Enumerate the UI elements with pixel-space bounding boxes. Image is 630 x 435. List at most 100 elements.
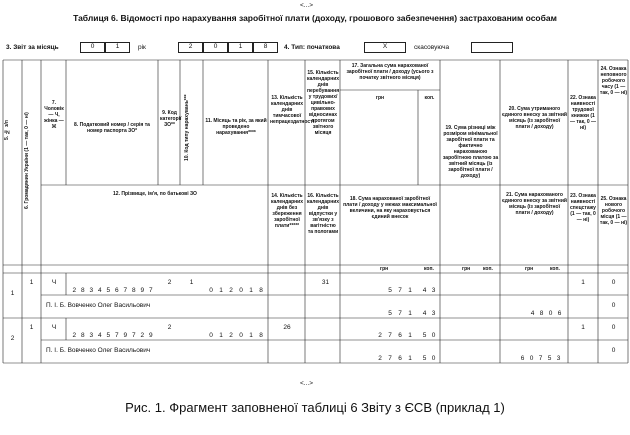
row2-days13: 26 — [283, 324, 291, 331]
date-digit: 1 — [249, 287, 253, 294]
col6-header: 6. Громадянин України (1 — так, 0 — ні) — [24, 112, 30, 210]
row1-category: 2 — [167, 279, 172, 286]
col16-header: 16. Кількість календарних днів відпустки… — [307, 193, 340, 235]
sum-digit: 2 — [378, 355, 382, 362]
kop-digit: 4 — [422, 287, 427, 294]
tax-digit: 9 — [140, 287, 145, 294]
col17-header: 17. Загальна сума нарахованої заробітної… — [346, 63, 434, 81]
sum-digit: 1 — [408, 332, 412, 339]
tax-digit: 2 — [72, 332, 77, 339]
sum-digit: 7 — [388, 355, 392, 362]
year-label: рік — [138, 44, 146, 51]
row2-f25: 0 — [611, 347, 616, 354]
date-digit: 1 — [249, 332, 253, 339]
row2-full-name: П. І. Б. Вовченко Олег Васильович — [46, 347, 151, 354]
sum-digit: 5 — [388, 310, 392, 317]
date-digit: 8 — [259, 287, 263, 294]
row2-citizen: 1 — [29, 324, 34, 331]
tax-digit: 9 — [148, 332, 153, 339]
tax-digit: 3 — [89, 332, 94, 339]
grn-label-21: грн — [525, 266, 534, 272]
cancel-type-box — [471, 42, 513, 53]
tax-digit: 2 — [72, 287, 77, 294]
sum-digit: 0 — [548, 310, 553, 317]
date-digit: 0 — [239, 332, 243, 339]
figure-caption: Рис. 1. Фрагмент заповненої таблиці 6 Зв… — [125, 400, 505, 415]
col14-header: 14. Кількість календарних днів без збере… — [270, 193, 304, 229]
date-digit: 2 — [229, 287, 233, 294]
row1-full-name: П. І. Б. Вовченко Олег Васильович — [46, 302, 151, 309]
kop-digit: 3 — [431, 310, 436, 317]
row1-f25: 0 — [611, 302, 616, 309]
sum-digit: 6 — [520, 355, 525, 362]
kop-digit: 0 — [431, 355, 436, 362]
date-digit: 2 — [229, 332, 233, 339]
sum-digit: 2 — [378, 332, 382, 339]
top-ellipsis: <...> — [300, 2, 314, 9]
tax-digit: 7 — [131, 332, 136, 339]
table-title: Таблиця 6. Відомості про нарахування зар… — [73, 13, 557, 23]
col17-kop: коп. — [424, 95, 435, 101]
cancel-type-label: скасовуюча — [414, 44, 450, 51]
sum-digit: 0 — [529, 355, 534, 362]
year-digit-1: 2 — [178, 42, 203, 53]
date-digit: 1 — [219, 287, 223, 294]
col18-header: 18. Сума нарахованої заробітної плати / … — [343, 196, 437, 220]
row1-number: 1 — [10, 290, 15, 297]
month-digit-1: 0 — [80, 42, 105, 53]
tax-digit: 5 — [106, 287, 111, 294]
date-digit: 1 — [219, 332, 223, 339]
bottom-ellipsis: <...> — [300, 380, 314, 387]
kop-label-17: коп. — [424, 266, 434, 272]
tax-digit: 8 — [80, 332, 85, 339]
col19-header: 19. Сума різниці між розміром мінімально… — [442, 125, 499, 179]
row1-pay-type: 1 — [189, 279, 194, 286]
col24-header: 24. Ознака неповного робочого часу (1 — … — [599, 66, 628, 96]
kop-digit: 0 — [431, 332, 436, 339]
col5-header: 5. № з/п — [4, 120, 10, 140]
sum-digit: 8 — [539, 310, 544, 317]
kop-label-21: коп. — [550, 266, 560, 272]
sum-digit: 6 — [398, 332, 402, 339]
col20-header: 20. Сума утриманого єдиного внеску за зв… — [502, 106, 567, 130]
sum-digit: 7 — [398, 287, 402, 294]
report-type-label: 4. Тип: початкова — [284, 44, 340, 51]
kop-digit: 5 — [422, 332, 427, 339]
kop-digit: 4 — [422, 310, 427, 317]
row2-category: 2 — [167, 324, 172, 331]
sum-digit: 3 — [556, 355, 561, 362]
col11-header: 11. Місяць та рік, за який проведено нар… — [205, 118, 267, 136]
tax-digit: 4 — [97, 287, 102, 294]
col25-header: 25. Ознака нового робочого місця (1 — та… — [599, 196, 628, 226]
tax-digit: 5 — [106, 332, 111, 339]
col13-header: 13. Кількість календарних днів тимчасово… — [270, 95, 315, 125]
row2-f22: 1 — [581, 324, 585, 331]
col8-header: 8. Податковий номер / серія та номер пас… — [74, 122, 150, 134]
row2-f24: 0 — [611, 324, 616, 331]
row1-f24: 0 — [611, 279, 616, 286]
sum-digit: 1 — [408, 310, 412, 317]
sum-digit: 4 — [530, 310, 535, 317]
col22-header: 22. Ознака наявності трудової книжки (1 … — [569, 95, 597, 131]
sum-digit: 6 — [398, 355, 402, 362]
col21-header: 21. Сума нарахованого єдиного внеску за … — [502, 192, 567, 216]
grn-label-19: грн — [462, 266, 471, 272]
tax-digit: 8 — [80, 287, 85, 294]
tax-digit: 6 — [114, 287, 119, 294]
year-digit-2: 0 — [203, 42, 228, 53]
row1-days15: 31 — [321, 279, 330, 286]
col23-header: 23. Ознака наявності спецстажу (1 — так,… — [570, 193, 596, 223]
